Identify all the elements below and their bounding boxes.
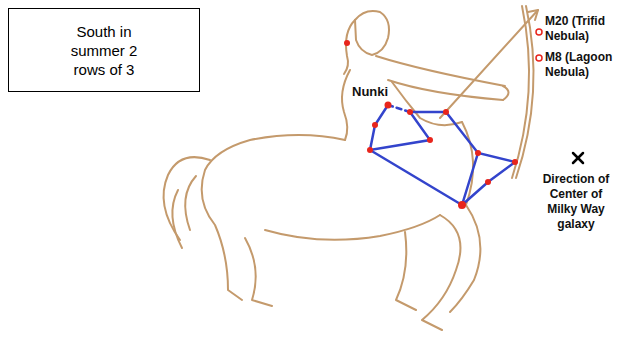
nebula-markers xyxy=(536,29,542,61)
star xyxy=(458,201,466,209)
star xyxy=(367,147,373,153)
direction-label: Direction of Center of Milky Way galaxy xyxy=(535,172,617,232)
constellation-line xyxy=(370,150,462,205)
star xyxy=(443,109,449,115)
horse-front-leg xyxy=(422,215,460,330)
bow xyxy=(512,6,529,178)
constellation-line xyxy=(370,105,430,150)
constellation-line xyxy=(410,111,446,114)
arrow-head xyxy=(528,10,538,20)
nebula-label: M8 (Lagoon Nebula) xyxy=(545,50,617,80)
horse-belly xyxy=(265,215,440,240)
star xyxy=(407,109,413,115)
horse-tail xyxy=(172,190,182,248)
centaur-outline xyxy=(164,6,538,330)
star xyxy=(344,40,350,46)
archer-hair xyxy=(344,20,355,74)
archer-hand xyxy=(503,86,509,100)
note-box: South in summer 2 rows of 3 xyxy=(8,8,200,92)
star-name: Nunki xyxy=(352,84,412,100)
horse-rump xyxy=(202,135,345,300)
archer-back xyxy=(342,70,350,140)
star xyxy=(427,137,433,143)
nebula-marker xyxy=(536,55,542,61)
box-text: South in summer 2 rows of 3 xyxy=(61,22,147,79)
star xyxy=(475,150,481,156)
horse-front-leg xyxy=(450,205,480,312)
archer-forearm xyxy=(388,80,503,100)
constellation-lines xyxy=(370,105,515,205)
horse-tail xyxy=(185,176,196,230)
arrow-shaft xyxy=(440,10,538,118)
horse-hind-leg xyxy=(245,238,272,306)
cross-stroke xyxy=(573,153,583,163)
horse-front-leg xyxy=(396,232,416,310)
star xyxy=(372,122,378,128)
archer-head xyxy=(355,11,389,55)
star xyxy=(512,159,518,165)
nebula-marker xyxy=(536,29,542,35)
cross-stroke xyxy=(573,153,583,163)
horse-tail xyxy=(164,157,210,240)
star xyxy=(385,102,392,109)
stars xyxy=(344,40,518,209)
constellation-line xyxy=(446,112,515,205)
galactic-center-mark xyxy=(573,153,583,163)
star xyxy=(485,179,491,185)
nebula-label: M20 (Trifid Nebula) xyxy=(545,14,617,44)
